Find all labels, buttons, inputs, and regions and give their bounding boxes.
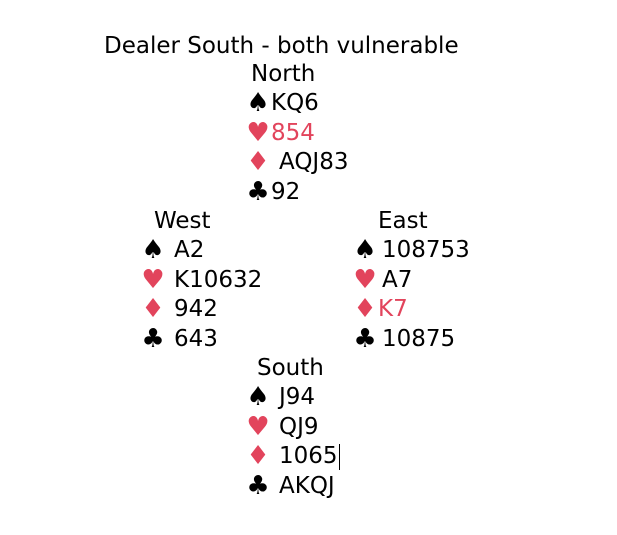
west-spades-cards: A2 bbox=[174, 237, 205, 263]
spade-icon: ♠ bbox=[353, 235, 377, 265]
south-spades-cards: J94 bbox=[279, 384, 316, 410]
west-diamonds-cards: 942 bbox=[174, 296, 218, 322]
south-spades-row: ♠ J94 bbox=[245, 382, 340, 413]
hand-south: South ♠ J94 ♥ QJ9 ♦ 1065 ♣ AKQJ bbox=[245, 354, 340, 501]
club-icon: ♣ bbox=[141, 323, 165, 354]
west-hearts-row: ♥ K10632 bbox=[140, 264, 263, 296]
north-hearts-cards: 854 bbox=[271, 119, 315, 146]
hand-east: East ♠108753 ♥A7 ♦K7 ♣10875 bbox=[352, 207, 470, 355]
south-diamonds-cards: 1065 bbox=[279, 443, 338, 469]
club-icon: ♣ bbox=[353, 323, 377, 354]
hand-east-label: East bbox=[378, 208, 428, 234]
south-clubs-row: ♣ AKQJ bbox=[245, 470, 340, 502]
diamond-icon: ♦ bbox=[246, 441, 270, 471]
south-hearts-row: ♥ QJ9 bbox=[245, 411, 340, 443]
hand-south-label: South bbox=[257, 355, 324, 381]
deal-title: Dealer South - both vulnerable bbox=[104, 33, 459, 59]
hand-north-label: North bbox=[251, 61, 316, 87]
text-cursor bbox=[338, 444, 340, 470]
hand-north: North ♠KQ6 ♥854 ♦ AQJ83 ♣92 bbox=[245, 60, 348, 207]
spade-icon: ♠ bbox=[141, 235, 165, 265]
south-diamonds-row: ♦ 1065 bbox=[245, 441, 340, 472]
north-clubs-cards: 92 bbox=[271, 178, 301, 205]
heart-icon: ♥ bbox=[353, 264, 377, 295]
diamond-icon: ♦ bbox=[353, 294, 377, 324]
spade-icon: ♠ bbox=[246, 382, 270, 412]
east-diamonds-cards: K7 bbox=[378, 296, 408, 322]
spade-icon: ♠ bbox=[246, 88, 270, 118]
hand-west-label: West bbox=[154, 208, 211, 234]
west-spades-row: ♠ A2 bbox=[140, 235, 262, 266]
north-spades-cards: KQ6 bbox=[271, 90, 319, 116]
heart-icon: ♥ bbox=[141, 264, 165, 295]
diamond-icon: ♦ bbox=[246, 147, 270, 177]
east-spades-row: ♠108753 bbox=[352, 235, 470, 266]
west-clubs-row: ♣ 643 bbox=[140, 323, 262, 355]
south-clubs-cards: AKQJ bbox=[279, 472, 335, 499]
north-hearts-row: ♥854 bbox=[245, 117, 348, 149]
club-icon: ♣ bbox=[246, 470, 270, 501]
north-diamonds-row: ♦ AQJ83 bbox=[245, 147, 349, 178]
north-diamonds-cards: AQJ83 bbox=[279, 149, 349, 175]
south-hearts-cards: QJ9 bbox=[279, 413, 319, 440]
hand-west: West ♠ A2 ♥ K10632 ♦ 942 ♣ 643 bbox=[140, 207, 262, 354]
east-spades-cards: 108753 bbox=[382, 237, 470, 263]
east-hearts-cards: A7 bbox=[382, 266, 413, 293]
east-diamonds-row: ♦K7 bbox=[352, 294, 470, 325]
west-clubs-cards: 643 bbox=[174, 325, 218, 352]
heart-icon: ♥ bbox=[246, 411, 270, 442]
west-hearts-cards: K10632 bbox=[174, 266, 263, 293]
east-clubs-row: ♣10875 bbox=[352, 323, 470, 355]
east-hearts-row: ♥A7 bbox=[352, 264, 470, 296]
north-spades-row: ♠KQ6 bbox=[245, 88, 348, 119]
club-icon: ♣ bbox=[246, 176, 270, 207]
heart-icon: ♥ bbox=[246, 117, 270, 148]
west-diamonds-row: ♦ 942 bbox=[140, 294, 262, 325]
east-clubs-cards: 10875 bbox=[382, 325, 456, 352]
diamond-icon: ♦ bbox=[141, 294, 165, 324]
north-clubs-row: ♣92 bbox=[245, 176, 348, 208]
